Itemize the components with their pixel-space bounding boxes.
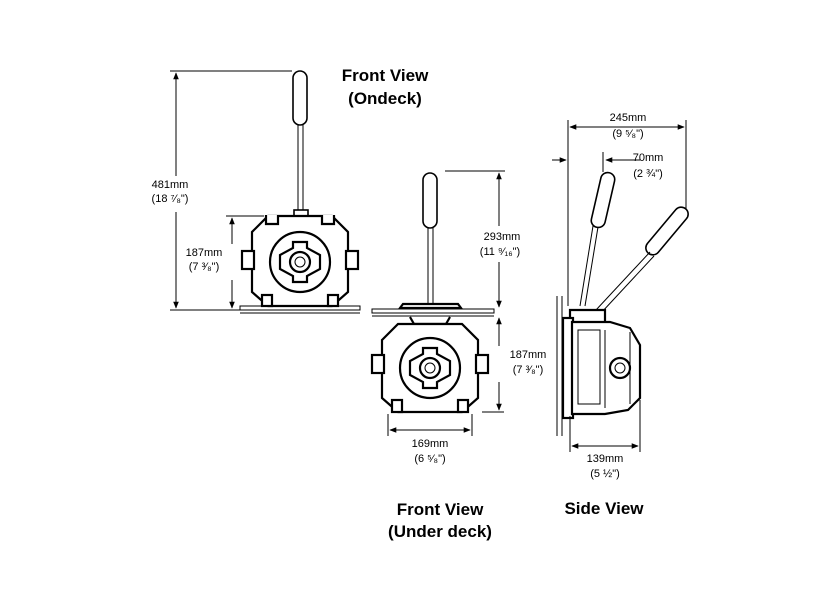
dim-underdeck-body-height: 187mm (7 ³⁄₈") [482,317,547,413]
dim-70-inch: (2 ¾") [633,168,663,180]
front-view-underdeck: Front View (Under deck) [370,170,547,541]
dim-70-mm: 70mm [633,152,664,164]
dim-187-ondeck-mm: 187mm [186,247,223,259]
side-view: Side View [552,112,689,518]
dim-side-total-width: 245mm (9 ⁵⁄₈") [567,112,687,306]
front-ondeck-subtitle: (Ondeck) [348,89,422,108]
dim-293-mm: 293mm [484,231,521,243]
front-underdeck-subtitle: (Under deck) [388,522,492,541]
side-view-title: Side View [564,499,644,518]
pump-body-side [561,308,642,420]
dim-side-body-width: 139mm (5 ½") [569,400,641,480]
dim-169-mm: 169mm [412,438,449,450]
dim-245-inch: (9 ⁵⁄₈") [612,128,643,140]
dim-ondeck-body-height: 187mm (7 ³⁄₈") [186,215,264,309]
dim-293-inch: (11 ⁹⁄₁₆") [480,246,520,258]
dim-481-inch: (18 ⁷⁄₈") [152,193,189,205]
dim-187-ondeck-inch: (7 ³⁄₈") [189,261,219,273]
front-view-ondeck: Front View (Ondeck) [152,66,429,314]
dim-187-underdeck-mm: 187mm [510,349,547,361]
dim-underdeck-body-width: 169mm (6 ⁵⁄₈") [387,414,473,465]
dim-169-inch: (6 ⁵⁄₈") [414,453,445,465]
dim-underdeck-height-above: 293mm (11 ⁹⁄₁₆") [445,170,521,308]
pump-handle [422,172,438,304]
dim-187-underdeck-inch: (7 ³⁄₈") [513,364,543,376]
pump-body [240,214,360,308]
bulkhead [556,296,563,436]
side-handle-tilted [595,206,689,314]
pump-body [370,316,490,414]
front-ondeck-title: Front View [342,66,429,85]
dim-245-mm: 245mm [610,112,647,124]
deck-plate [371,302,495,317]
dim-481-mm: 481mm [152,179,189,191]
dim-139-mm: 139mm [587,453,624,465]
dim-ondeck-total-height: 481mm (18 ⁷⁄₈") [152,70,292,311]
pump-handle [292,70,309,219]
dim-side-offset: 70mm (2 ¾") [552,152,663,180]
dim-139-inch: (5 ½") [590,468,620,480]
front-underdeck-title: Front View [397,500,484,519]
side-handle-upright [579,171,616,307]
